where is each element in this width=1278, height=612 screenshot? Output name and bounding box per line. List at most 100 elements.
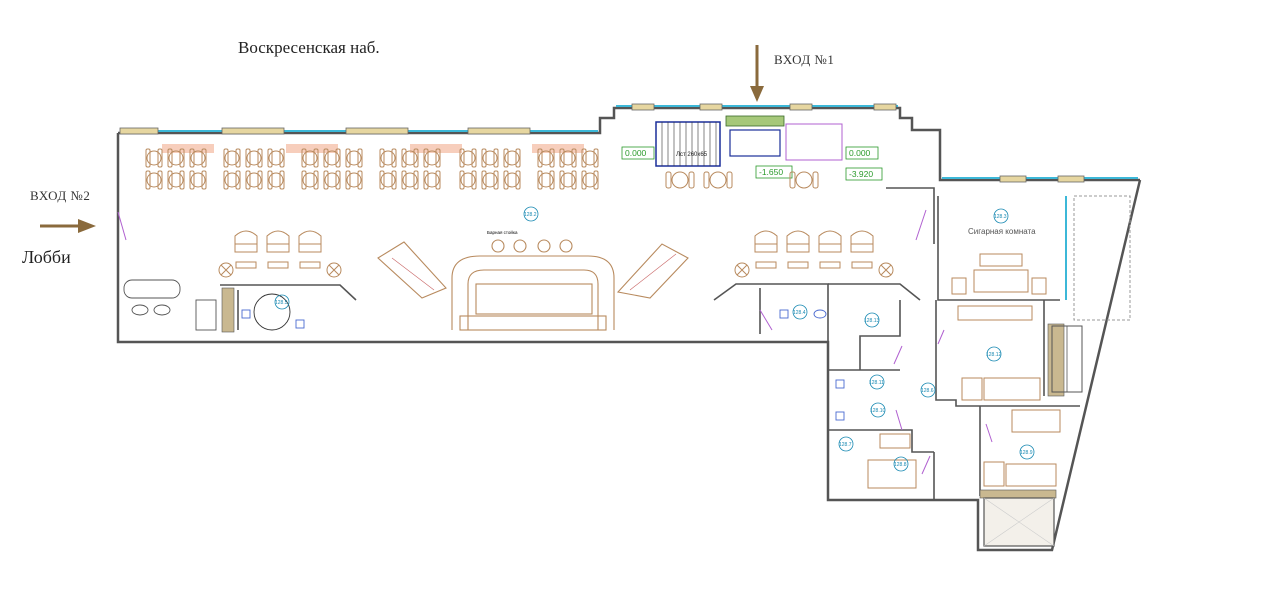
table-with-chairs	[323, 148, 341, 168]
armchair	[754, 230, 778, 253]
table-with-chairs	[481, 148, 499, 168]
table-with-chairs	[145, 148, 163, 168]
table-with-chairs	[459, 170, 477, 190]
table-with-chairs	[559, 170, 577, 190]
table-with-chairs	[267, 148, 285, 168]
room-tags	[274, 206, 1035, 472]
room-tag: 128.12	[986, 352, 1002, 358]
side-table	[267, 261, 289, 269]
table-with-chairs	[301, 170, 319, 190]
table-with-chairs	[423, 148, 441, 168]
table-with-chairs	[481, 170, 499, 190]
level-marker: -1.650	[759, 167, 783, 177]
armchair	[850, 230, 874, 253]
level-marker: -3.920	[849, 169, 873, 179]
door-swings	[117, 209, 993, 475]
table-with-chairs	[245, 170, 263, 190]
interior-walls	[220, 187, 1080, 500]
entry-1-arrow-icon	[750, 45, 764, 102]
table-with-chairs	[223, 148, 241, 168]
table-with-chairs	[345, 148, 363, 168]
table-with-chairs	[345, 170, 363, 190]
table-with-chairs	[267, 170, 285, 190]
room-tag-labels: 128.2 128.3 128.4 128.5 128.6 128.7 128.…	[275, 212, 1033, 468]
table-with-chairs	[189, 148, 207, 168]
lobby-label: Лобби	[22, 247, 71, 267]
table-with-chairs	[459, 148, 477, 168]
entry-2-label: ВХОД №2	[30, 188, 91, 203]
shaft	[983, 325, 1083, 547]
table-with-chairs	[665, 171, 695, 189]
wc-fixtures	[241, 293, 845, 421]
facade-piers	[119, 103, 1085, 183]
armchair	[266, 230, 290, 253]
table-with-chairs	[537, 170, 555, 190]
plant	[734, 262, 750, 278]
cigar-room-furniture	[867, 195, 1131, 489]
table-with-chairs	[167, 148, 185, 168]
entry-1-label: ВХОД №1	[774, 52, 835, 67]
side-table	[851, 261, 873, 269]
bar-counter	[377, 239, 689, 331]
room-tag: 128.7	[839, 442, 852, 448]
room-tag: 128.8	[894, 462, 907, 468]
table-with-chairs	[401, 148, 419, 168]
table-with-chairs	[401, 170, 419, 190]
table-with-chairs	[537, 148, 555, 168]
bar-counter-label: Барная стойка	[487, 229, 518, 235]
table-with-chairs	[559, 148, 577, 168]
armchair	[786, 230, 810, 253]
dining-tables	[145, 148, 819, 190]
table-with-chairs	[581, 170, 599, 190]
table-with-chairs	[379, 148, 397, 168]
room-tag: 128.10	[870, 408, 886, 414]
room-tag: 128.3	[994, 214, 1007, 220]
armchair	[298, 230, 322, 253]
table-with-chairs	[301, 148, 319, 168]
table-with-chairs	[581, 148, 599, 168]
table-with-chairs	[789, 171, 819, 189]
table-with-chairs	[423, 170, 441, 190]
facade-glazing	[120, 105, 1138, 300]
room-tag: 128.2	[524, 212, 537, 218]
side-table	[235, 261, 257, 269]
room-tag: 128.5	[275, 300, 288, 306]
table-with-chairs	[503, 148, 521, 168]
room-tag: 128.11	[869, 380, 884, 386]
side-table	[787, 261, 809, 269]
table-with-chairs	[503, 170, 521, 190]
table-with-chairs	[223, 170, 241, 190]
cigar-room-label: Сигарная комната	[968, 227, 1036, 236]
plant	[326, 262, 342, 278]
armchair	[818, 230, 842, 253]
hatched-walls	[221, 287, 1065, 499]
level-marker: 0.000	[849, 148, 871, 158]
plant	[878, 262, 894, 278]
table-with-chairs	[167, 170, 185, 190]
table-with-chairs	[703, 171, 733, 189]
stairs-size-label: Лст 260х65	[676, 152, 708, 158]
side-table	[755, 261, 777, 269]
armchair	[234, 230, 258, 253]
table-with-chairs	[145, 170, 163, 190]
room-tag: 128.4	[793, 310, 806, 316]
table-with-chairs	[189, 170, 207, 190]
side-table	[819, 261, 841, 269]
stair-block: Лст 260х65	[655, 115, 843, 167]
lounge-armchairs	[218, 230, 894, 278]
table-with-chairs	[379, 170, 397, 190]
plant	[218, 262, 234, 278]
level-marker: 0.000	[625, 148, 647, 158]
side-table	[299, 261, 321, 269]
lobby-seating	[123, 279, 217, 331]
room-tag: 128.13	[864, 318, 880, 324]
window-shades	[162, 144, 584, 153]
outer-walls	[116, 106, 1142, 552]
table-with-chairs	[245, 148, 263, 168]
entry-2-arrow-icon	[40, 219, 96, 233]
street-label: Воскресенская наб.	[238, 38, 380, 57]
room-tag: 128.6	[921, 388, 934, 394]
table-with-chairs	[323, 170, 341, 190]
room-tag: 128.9	[1020, 450, 1033, 456]
